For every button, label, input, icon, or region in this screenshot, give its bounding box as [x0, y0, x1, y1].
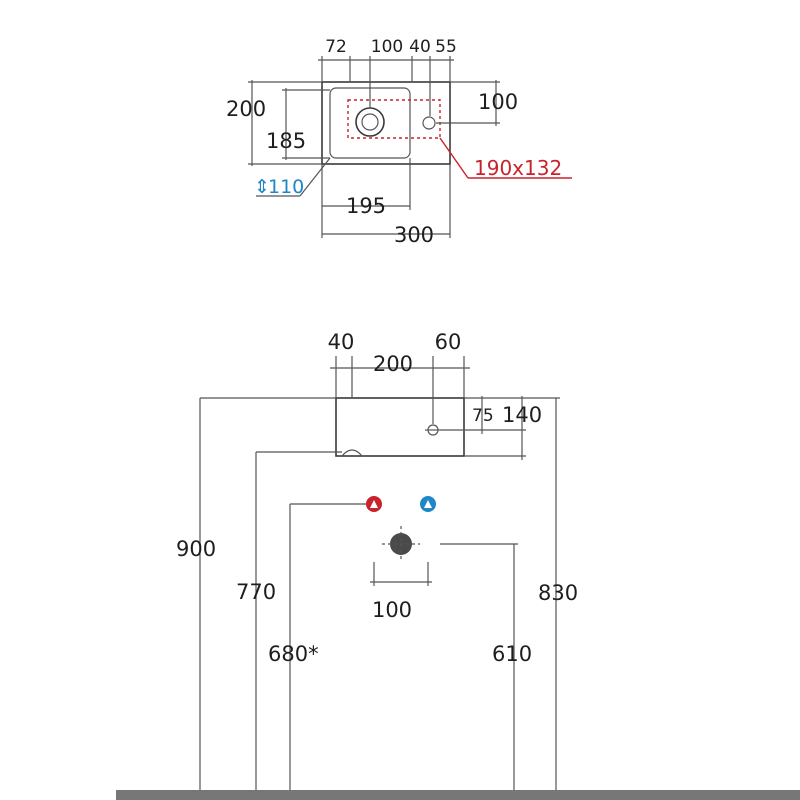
dim-left-outer: 200 [226, 97, 266, 121]
dim-left-inner: 185 [266, 129, 306, 153]
dim-left-gap: 40 [328, 330, 355, 354]
dim-top-55: 55 [435, 37, 457, 57]
cutout-outline [347, 99, 441, 139]
dim-top-72: 72 [325, 37, 347, 57]
tap-hole-icon [422, 116, 436, 130]
dim-right-gap: 60 [435, 330, 462, 354]
top-view: 72 100 40 55 200 185 100 ⇕ 110 195 300 1… [226, 37, 572, 247]
dim-depth: 110 [268, 176, 304, 198]
waste-outlet-icon [341, 449, 363, 457]
dim-top-width: 200 [373, 352, 413, 376]
dim-total-height: 900 [176, 537, 216, 561]
dim-basin-bottom: 770 [236, 580, 276, 604]
dim-top-40: 40 [409, 37, 431, 57]
cutout-label: 190x132 [474, 156, 562, 180]
dim-right-total: 830 [538, 581, 578, 605]
dim-basin-height: 140 [502, 403, 542, 427]
dim-right: 100 [478, 90, 518, 114]
dim-waste-height: 610 [492, 642, 532, 666]
dim-bottom-inner: 195 [346, 194, 386, 218]
dim-supply-height: 680* [268, 642, 319, 666]
dim-waste-spacing: 100 [372, 598, 412, 622]
cutout-leader [439, 137, 469, 179]
dim-top-100: 100 [371, 37, 403, 57]
basin-top-outline [321, 81, 451, 165]
dim-tap-height: 75 [472, 406, 494, 426]
dim-depth-arrow-icon: ⇕ [254, 176, 270, 198]
basin-front-outline [335, 397, 465, 457]
drain-icon [355, 107, 385, 137]
floor [116, 790, 800, 800]
drain-inner [361, 113, 379, 131]
front-view: 40 200 60 75 140 900 770 680* 100 830 61… [116, 330, 800, 800]
dim-bottom-total: 300 [394, 223, 434, 247]
